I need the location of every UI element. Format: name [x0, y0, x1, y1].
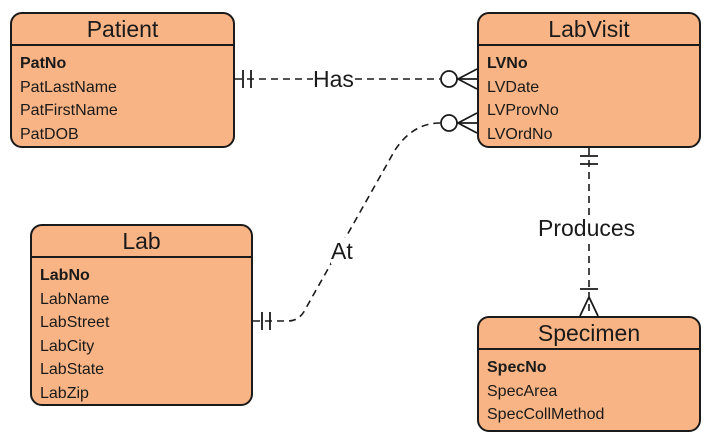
attribute-primary-key: SpecNo: [487, 359, 547, 376]
entity-specimen-attributes: SpecNo SpecArea SpecCollMethod: [479, 350, 699, 427]
attribute-primary-key: LabNo: [40, 267, 90, 284]
has-one-mandatory-symbol: [242, 70, 252, 88]
entity-patient[interactable]: Patient PatNo PatLastName PatFirstName P…: [10, 12, 235, 148]
entity-lab[interactable]: Lab LabNo LabName LabStreet LabCity LabS…: [30, 224, 253, 406]
relationship-produces-label: Produces: [538, 215, 636, 241]
at-zero-or-many-symbol: [440, 112, 478, 134]
produces-one-mandatory-symbol: [580, 155, 598, 165]
entity-labvisit-attributes: LVNo LVDate LVProvNo LVOrdNo: [479, 46, 699, 146]
attribute: LVOrdNo: [487, 125, 553, 143]
relationship-has-label: Has: [313, 66, 354, 92]
attribute: LVProvNo: [487, 102, 559, 119]
entity-patient-title: Patient: [12, 14, 233, 46]
has-zero-or-many-symbol: [440, 68, 478, 90]
attribute-primary-key: PatNo: [20, 55, 67, 72]
entity-labvisit[interactable]: LabVisit LVNo LVDate LVProvNo LVOrdNo: [477, 12, 701, 148]
attribute: LabStreet: [40, 314, 110, 331]
attribute: LabZip: [40, 384, 89, 402]
attribute: LabName: [40, 290, 110, 308]
attribute: LabCity: [40, 337, 95, 355]
attribute: SpecCollMethod: [487, 406, 605, 423]
attribute: PatDOB: [20, 125, 79, 143]
entity-specimen[interactable]: Specimen SpecNo SpecArea SpecCollMethod: [477, 316, 701, 432]
entity-lab-attributes: LabNo LabName LabStreet LabCity LabState…: [32, 258, 251, 404]
attribute: LVDate: [487, 78, 540, 96]
at-one-mandatory-symbol: [261, 312, 271, 330]
attribute: PatFirstName: [20, 102, 118, 119]
attribute: SpecArea: [487, 382, 558, 400]
relationship-at-line: [253, 122, 441, 322]
entity-patient-attributes: PatNo PatLastName PatFirstName PatDOB: [12, 46, 233, 146]
attribute: PatLastName: [20, 78, 117, 96]
attribute-primary-key: LVNo: [487, 55, 528, 72]
entity-labvisit-title: LabVisit: [479, 14, 699, 46]
entity-specimen-title: Specimen: [479, 318, 699, 350]
attribute: LabState: [40, 361, 105, 378]
entity-lab-title: Lab: [32, 226, 251, 258]
relationship-at-label: At: [331, 238, 353, 264]
produces-one-or-many-symbol: [579, 288, 599, 317]
